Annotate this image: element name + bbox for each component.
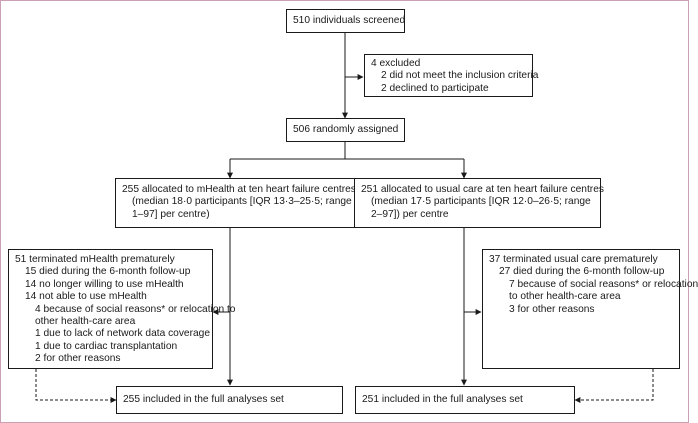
usual-allocation-box: 251 allocated to usual care at ten heart… — [354, 178, 604, 228]
usual-term-title: 37 terminated usual care prematurely — [489, 254, 658, 265]
mhealth-term-subitem: other health-care area — [35, 316, 136, 328]
randomised-text: 506 randomly assigned — [293, 124, 399, 135]
mhealth-term-subitem: 2 for other reasons — [35, 353, 121, 365]
excluded-box: 4 excluded 2 did not meet the inclusion … — [364, 54, 539, 97]
usual-alloc-line: 2–97]) per centre — [371, 208, 449, 220]
usual-alloc-line: (median 17·5 participants [IQR 12·0–26·5… — [371, 196, 591, 208]
mhealth-term-item: 14 not able to use mHealth — [25, 291, 147, 303]
mhealth-term-subitem: 1 due to cardiac transplantation — [35, 340, 178, 352]
mhealth-term-subitem: 1 due to lack of network data coverage — [35, 328, 210, 340]
mhealth-allocation-box: 255 allocated to mHealth at ten heart fa… — [115, 178, 368, 228]
mhealth-term-title: 51 terminated mHealth prematurely — [15, 254, 175, 265]
randomised-box: 506 randomly assigned — [286, 118, 405, 142]
mhealth-terminated-box: 51 terminated mHealth prematurely 15 die… — [8, 249, 236, 369]
usual-term-item: 27 died during the 6-month follow-up — [499, 266, 665, 278]
dashed-usual-term-to-full — [574, 369, 654, 403]
mhealth-term-subitem: 4 because of social reasons* or relocati… — [35, 303, 236, 315]
usual-term-subitem: 7 because of social reasons* or relocati… — [509, 278, 698, 290]
mhealth-alloc-line: (median 18·0 participants [IQR 13·3–25·5… — [132, 196, 352, 208]
excluded-item: 2 declined to participate — [381, 82, 489, 94]
usual-term-subitem: to other health-care area — [509, 291, 621, 303]
excluded-item: 2 did not meet the inclusion criteria — [381, 70, 539, 82]
screened-box: 510 individuals screened — [286, 9, 405, 33]
mhealth-alloc-line: 255 allocated to mHealth at ten heart fa… — [122, 184, 356, 195]
usual-alloc-line: 251 allocated to usual care at ten heart… — [361, 184, 604, 195]
usual-terminated-box: 37 terminated usual care prematurely 27 … — [482, 249, 698, 369]
mhealth-full-analyses-box: 255 included in the full analyses set — [116, 386, 343, 414]
mhealth-full-text: 255 included in the full analyses set — [123, 394, 284, 405]
excluded-title: 4 excluded — [371, 58, 421, 69]
mhealth-alloc-line: 1–97] per centre) — [132, 208, 210, 220]
mhealth-term-item: 14 no longer willing to use mHealth — [25, 278, 184, 290]
usual-full-analyses-box: 251 included in the full analyses set — [355, 386, 575, 414]
usual-full-text: 251 included in the full analyses set — [362, 394, 523, 405]
mhealth-term-item: 15 died during the 6-month follow-up — [25, 266, 191, 278]
dashed-mhealth-term-to-full — [35, 369, 117, 403]
screened-text: 510 individuals screened — [293, 15, 406, 26]
usual-term-subitem: 3 for other reasons — [509, 303, 595, 315]
